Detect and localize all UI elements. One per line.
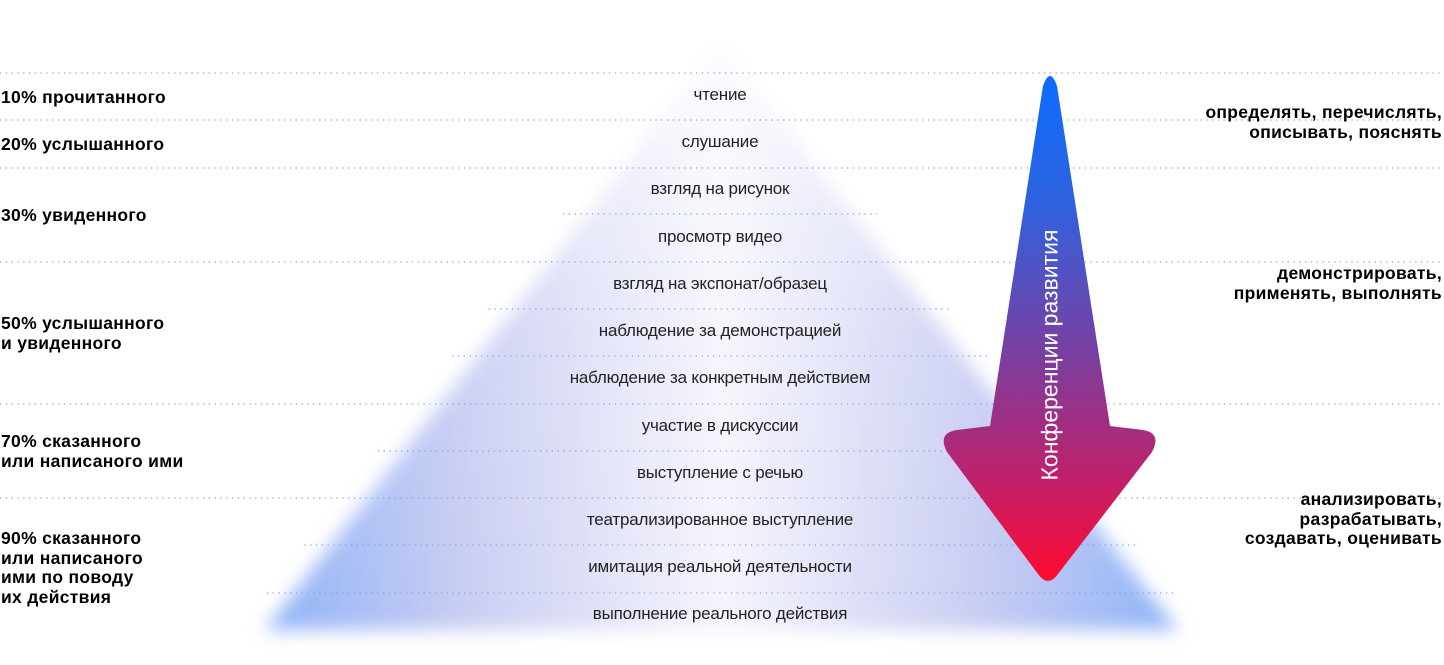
retention-label: 90% сказанного или написаного ими по пов… — [1, 528, 144, 607]
row-separators — [0, 72, 1444, 594]
skills-label: анализировать, разрабатывать, создавать,… — [1244, 489, 1442, 548]
pyramid-row-label: слушание — [681, 132, 759, 151]
pyramid-row-label: участие в дискуссии — [641, 416, 799, 435]
pyramid-shape — [265, 45, 1178, 630]
skills-label: определять, перечислять, описывать, пояс… — [1205, 102, 1442, 142]
retention-label: 70% сказанного или написаного ими — [1, 431, 184, 471]
retention-label: 50% услышанного и увиденного — [1, 313, 165, 353]
pyramid-row-label: взгляд на экспонат/образец — [613, 274, 827, 293]
pyramid-row-label: наблюдение за конкретным действием — [569, 368, 871, 387]
retention-label: 20% услышанного — [1, 134, 165, 154]
retention-label: 30% увиденного — [1, 205, 147, 225]
pyramid-row-label: выполнение реального действия — [592, 604, 848, 623]
pyramid-row-label: имитация реальной деятельности — [588, 557, 852, 576]
pyramid-row-label: наблюдение за демонстрацией — [598, 321, 842, 340]
pyramid-row-label: чтение — [693, 85, 747, 104]
arrow-down-icon — [943, 76, 1156, 581]
arrow-label: Конференции развития — [1036, 229, 1063, 481]
pyramid-row-label: просмотр видео — [658, 227, 782, 246]
pyramid-row-label: взгляд на рисунок — [650, 179, 790, 198]
pyramid-row-label: выступление с речью — [636, 463, 804, 482]
skills-label: демонстрировать, применять, выполнять — [1233, 263, 1442, 303]
pyramid-row-label: театрализированное выступление — [586, 510, 854, 529]
retention-label: 10% прочитанного — [1, 87, 166, 107]
